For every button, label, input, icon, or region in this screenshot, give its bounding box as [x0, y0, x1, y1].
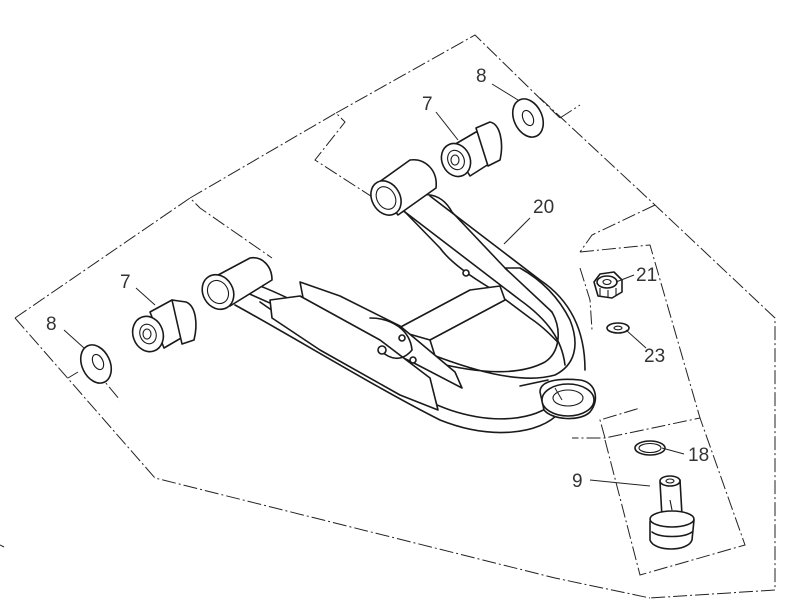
callout-small-washer: 23: [644, 346, 665, 367]
edge-mark: [0, 544, 5, 548]
callout-ball-joint: 9: [572, 471, 583, 492]
snap-ring: [634, 440, 666, 456]
control-arm: [201, 159, 597, 434]
callout-bushing-left: 7: [120, 272, 131, 293]
callout-bushing-upper: 7: [422, 94, 433, 115]
callout-washer-left: 8: [46, 314, 57, 335]
assembly-boundary: [14, 34, 776, 599]
callout-washer-upper: 8: [476, 66, 487, 87]
washer-left: [79, 344, 113, 384]
bushing-upper: [440, 121, 503, 178]
callout-control-arm: 20: [533, 197, 554, 218]
small-washer: [606, 322, 630, 334]
ball-joint: [649, 475, 695, 550]
castle-nut: [593, 271, 623, 299]
leader-lines: [63, 83, 685, 487]
callout-snap-ring: 18: [688, 445, 709, 466]
washer-upper: [511, 98, 545, 138]
bushing-left: [131, 299, 197, 353]
callout-castle-nut: 21: [636, 265, 657, 286]
